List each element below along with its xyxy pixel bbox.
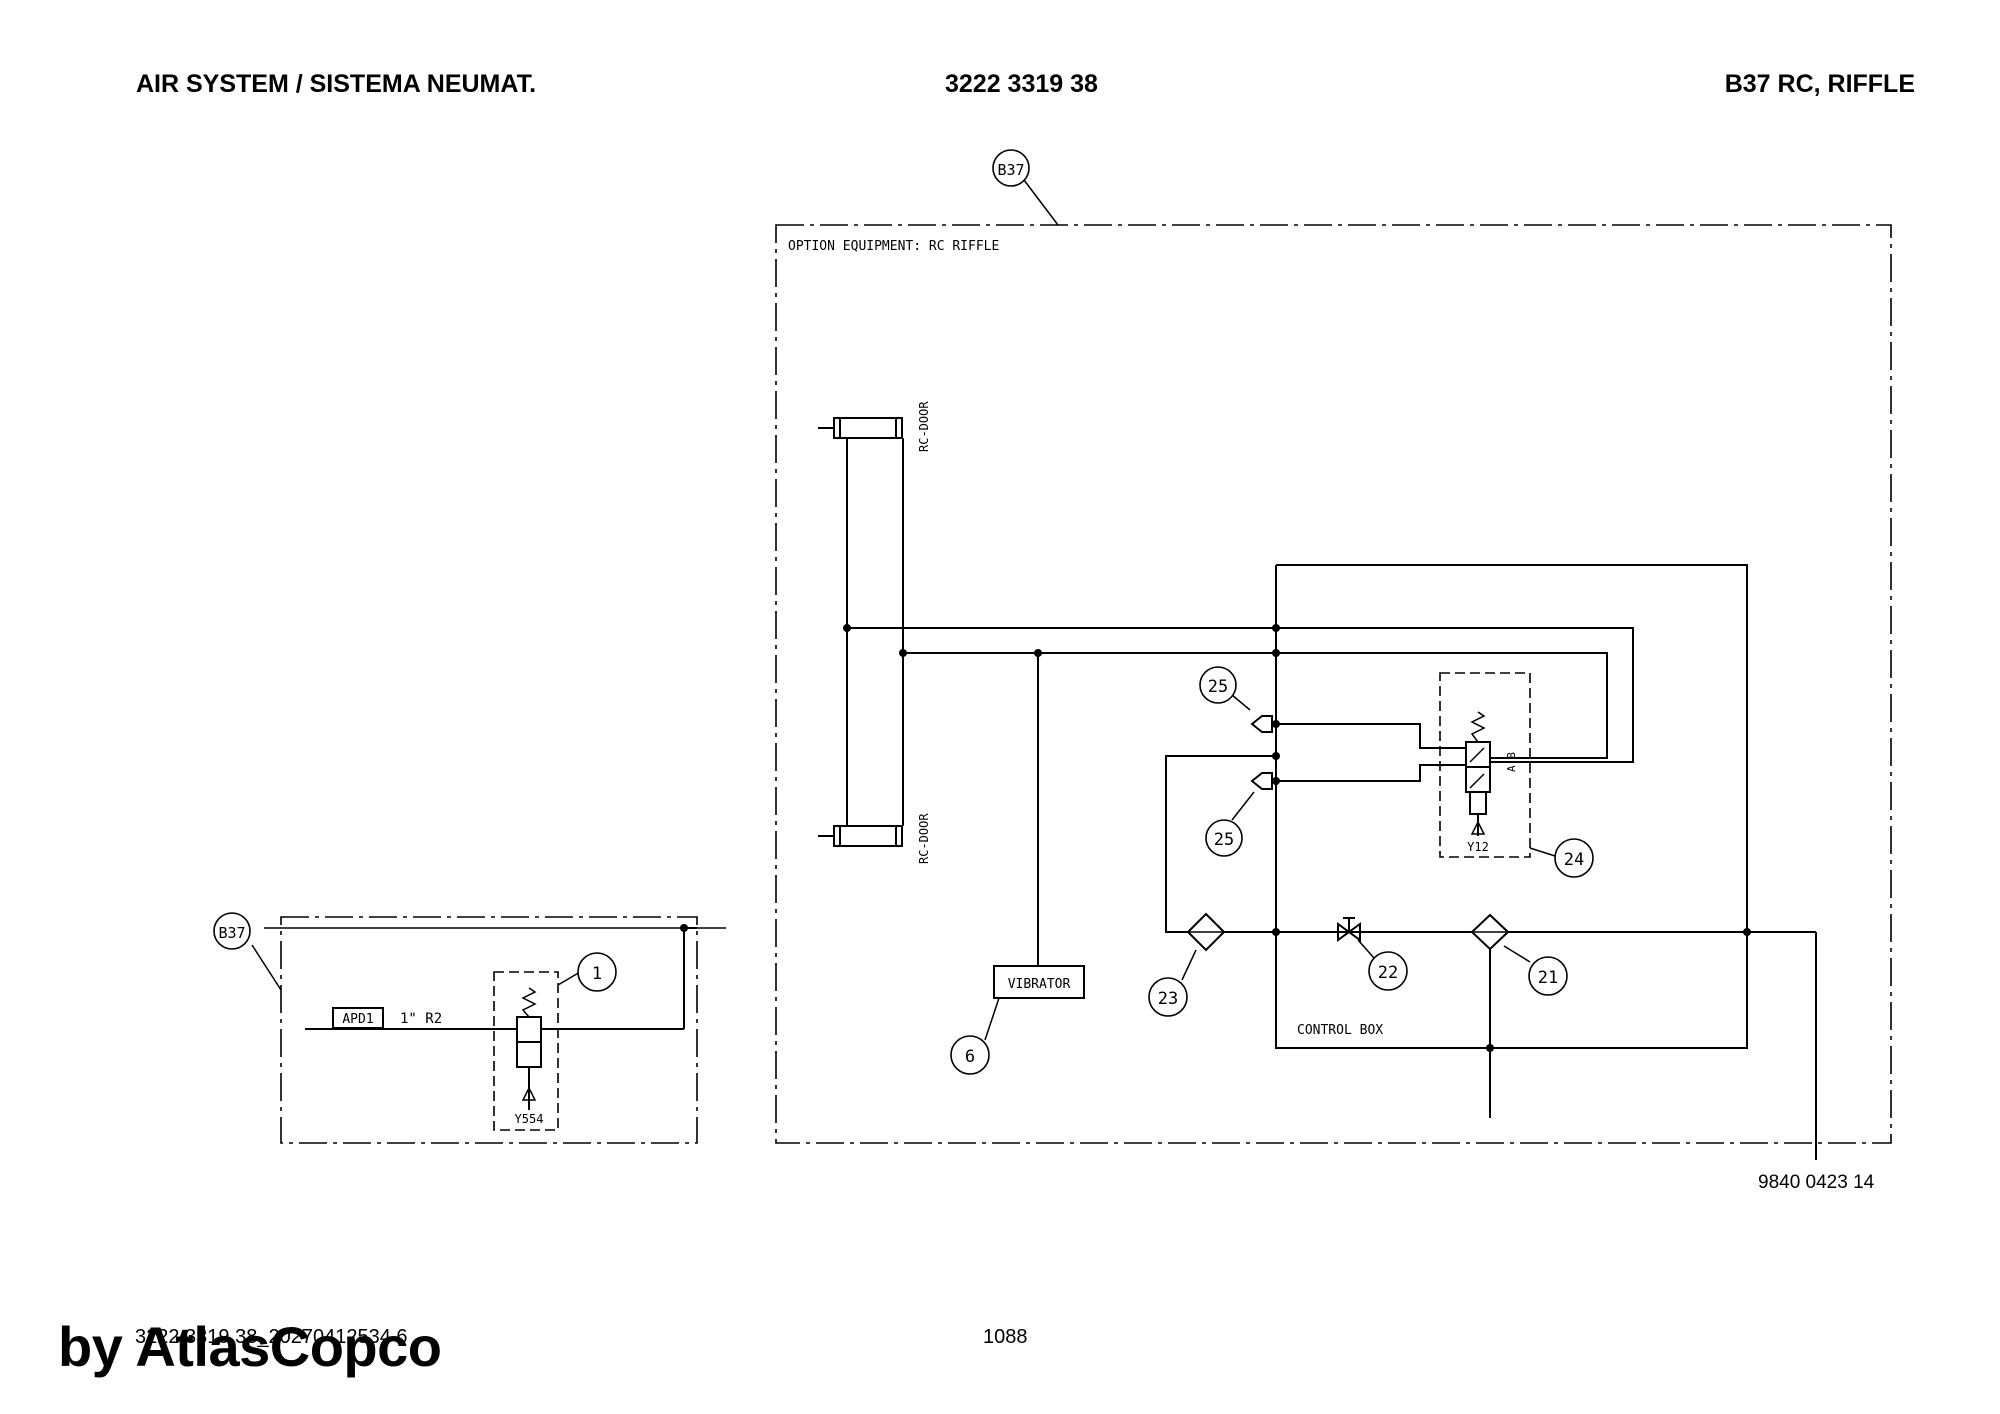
- rc-door-cylinder-top: RC-DOOR: [818, 401, 931, 452]
- solenoid-valve-y12: Y12 A B 24: [1439, 672, 1594, 878]
- header-part-number: 3222 3319 38: [945, 70, 1098, 98]
- b37-reference-top: B37: [992, 149, 1059, 226]
- b37-frame-left: [280, 916, 698, 1144]
- solenoid-valve-y554: Y554 1: [493, 952, 617, 1131]
- svg-text:1" R2: 1" R2: [400, 1011, 442, 1027]
- svg-text:A B: A B: [1505, 752, 1518, 772]
- svg-text:23: 23: [1158, 989, 1178, 1009]
- watermark-atlascopco: by AtlasCopco: [58, 1315, 442, 1378]
- check-valve-upper: 25: [1199, 666, 1466, 749]
- rc-door-cylinder-bottom: RC-DOOR: [818, 813, 931, 864]
- svg-text:6: 6: [965, 1047, 975, 1067]
- footer-file-id: 3222 3319 38_20270412534 6: [135, 1326, 408, 1348]
- document-number: 9840 0423 14: [1758, 1172, 1875, 1193]
- supply-lines: [847, 624, 1634, 763]
- check-valve-lower: 25: [1205, 764, 1466, 857]
- filter-23: 23: [1148, 912, 1226, 1017]
- svg-text:RC-DOOR: RC-DOOR: [917, 813, 931, 864]
- shutoff-valve-22: 22: [1337, 917, 1408, 991]
- vibrator: VIBRATOR 6: [950, 653, 1085, 1075]
- svg-text:APD1: APD1: [342, 1012, 373, 1027]
- svg-text:Y554: Y554: [515, 1112, 544, 1126]
- option-label: OPTION EQUIPMENT: RC RIFFLE: [788, 239, 999, 254]
- b37-reference-left: B37: [213, 912, 726, 991]
- svg-text:VIBRATOR: VIBRATOR: [1008, 977, 1071, 992]
- svg-text:CONTROL BOX: CONTROL BOX: [1297, 1023, 1383, 1038]
- svg-text:24: 24: [1564, 850, 1584, 870]
- svg-text:B37: B37: [218, 924, 245, 942]
- main-air-line: [1222, 928, 1817, 1160]
- apd1-tag: APD1 1" R2: [332, 1007, 442, 1029]
- header-title: AIR SYSTEM / SISTEMA NEUMAT.: [136, 70, 537, 98]
- control-box: CONTROL BOX: [1275, 564, 1748, 1049]
- svg-text:22: 22: [1378, 963, 1398, 983]
- page-number: 1088: [983, 1326, 1028, 1348]
- cylinder-lines: [843, 438, 907, 826]
- filter-loop: [1165, 752, 1280, 933]
- svg-text:Y12: Y12: [1467, 840, 1489, 854]
- lubricator-21: 21: [1470, 913, 1568, 996]
- svg-text:21: 21: [1538, 968, 1558, 988]
- header-model: B37 RC, RIFFLE: [1724, 70, 1915, 98]
- svg-text:RC-DOOR: RC-DOOR: [917, 401, 931, 452]
- svg-text:25: 25: [1214, 830, 1234, 850]
- svg-text:B37: B37: [997, 161, 1024, 179]
- svg-text:1: 1: [592, 964, 602, 984]
- svg-text:25: 25: [1208, 677, 1228, 697]
- option-frame: [775, 224, 1892, 1144]
